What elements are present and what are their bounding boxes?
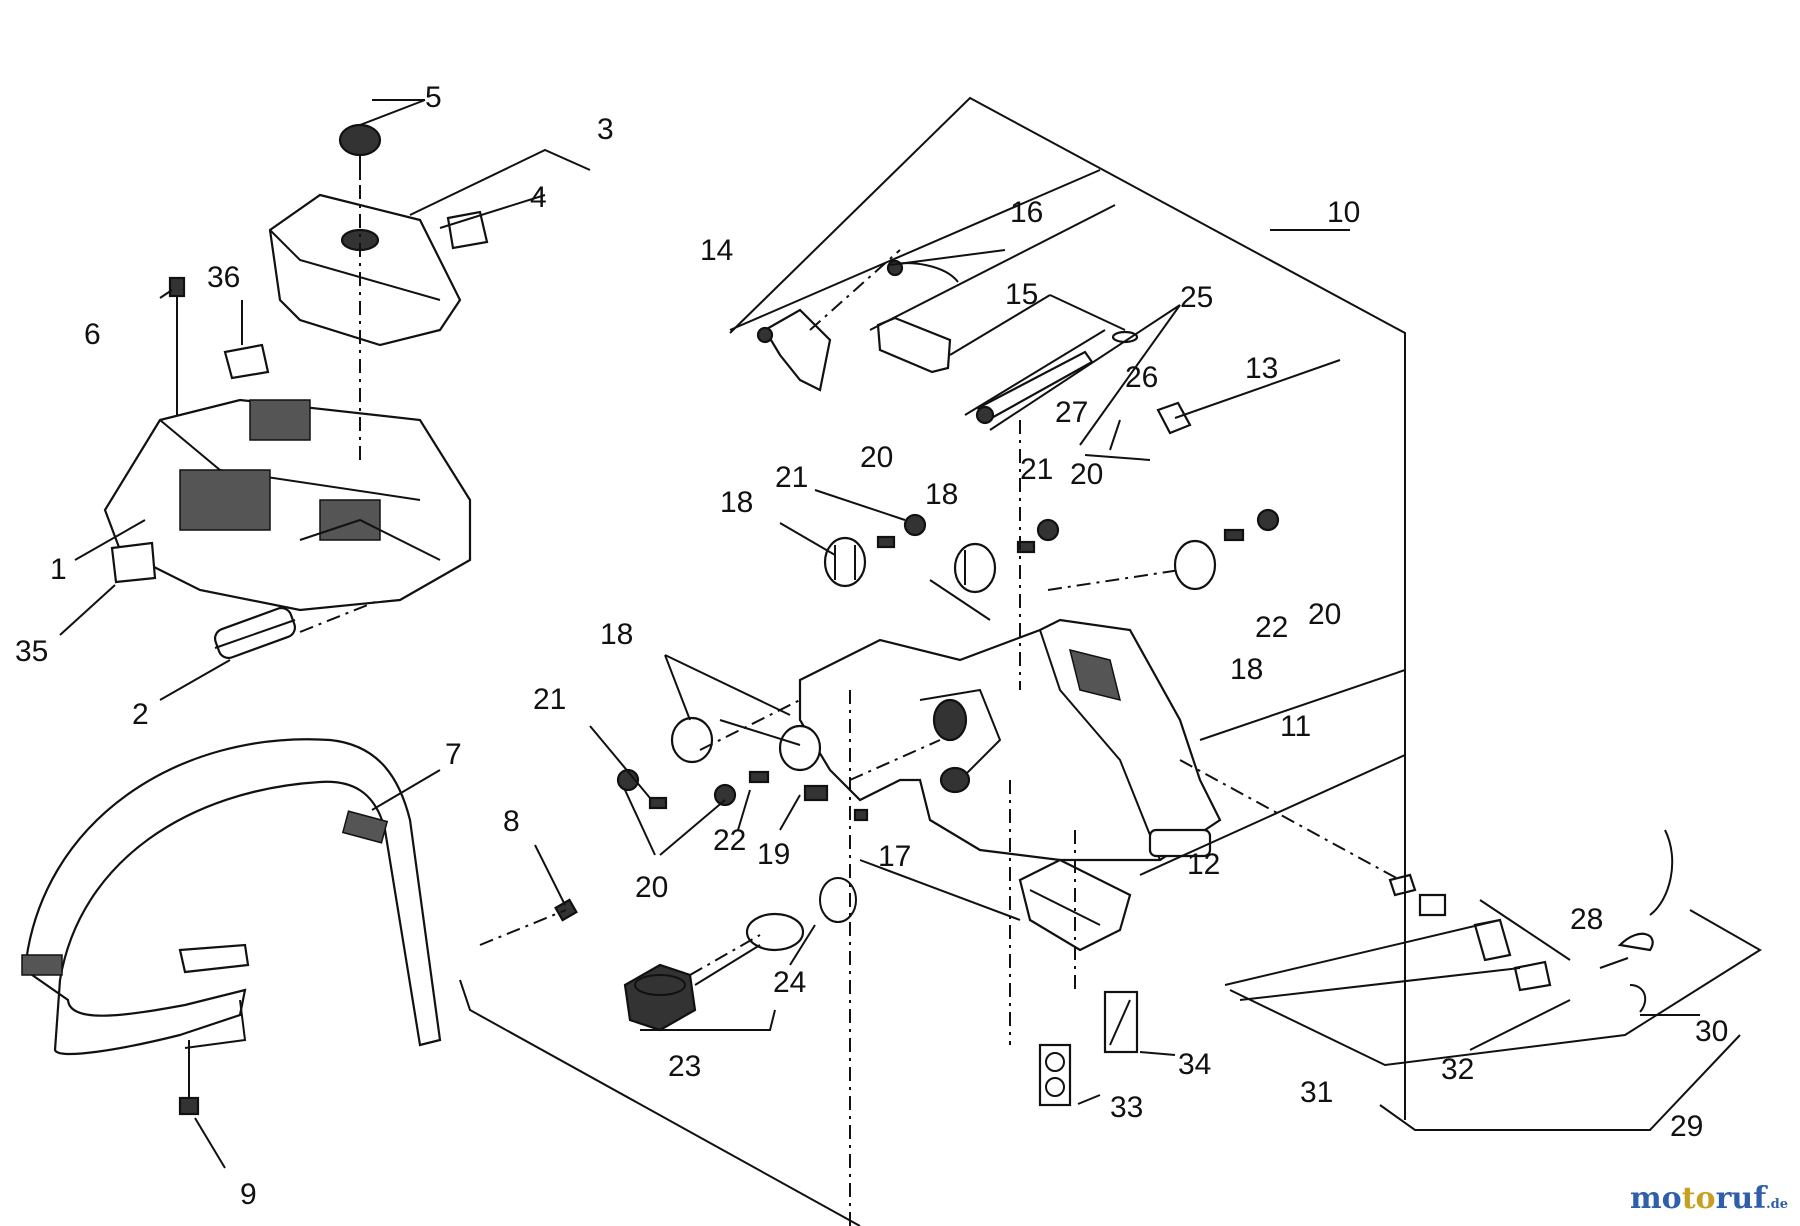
- callout-9: 9: [240, 1178, 257, 1211]
- callout-19: 19: [757, 838, 791, 871]
- callout-32: 32: [1441, 1053, 1475, 1086]
- callout-6: 6: [84, 318, 101, 351]
- label-34-part: [1103, 990, 1139, 1054]
- callout-18d: 18: [600, 618, 634, 651]
- callout-3: 3: [597, 113, 614, 146]
- callout-21b: 21: [1020, 453, 1054, 486]
- callout-26: 26: [1125, 361, 1159, 394]
- callout-7: 7: [445, 738, 462, 771]
- plate-part-15: [876, 316, 952, 374]
- screw-parts-21-22: [648, 528, 1245, 822]
- damper-part-18d: [670, 716, 714, 764]
- watermark-suffix: .de: [1766, 1197, 1788, 1212]
- front-handle-part: [21, 738, 442, 1056]
- callout-22a: 22: [1255, 611, 1289, 644]
- callout-18b: 18: [925, 478, 959, 511]
- top-cover-part: [268, 193, 462, 347]
- callout-14: 14: [700, 234, 734, 267]
- callout-17: 17: [878, 840, 912, 873]
- callout-20a: 20: [860, 441, 894, 474]
- callout-35: 35: [15, 635, 49, 668]
- callout-2: 2: [132, 698, 149, 731]
- label-36-part: [223, 343, 270, 380]
- callout-21a: 21: [775, 461, 809, 494]
- callout-31: 31: [1300, 1076, 1334, 1109]
- watermark-part2: to: [1681, 1181, 1716, 1216]
- callout-20b: 20: [1070, 458, 1104, 491]
- damper-part-18e: [778, 724, 822, 772]
- label-35-part: [110, 541, 157, 584]
- callout-4: 4: [530, 181, 547, 214]
- callout-15: 15: [1005, 278, 1039, 311]
- callout-16: 16: [1010, 196, 1044, 229]
- assembly-dashed-lines: [299, 185, 1401, 1226]
- callout-20c: 20: [1308, 598, 1342, 631]
- oil-cap-part-23: [623, 963, 697, 1032]
- callout-21c: 21: [533, 683, 567, 716]
- callout-8: 8: [503, 805, 520, 838]
- callout-11: 11: [1280, 710, 1312, 743]
- callout-10: 10: [1327, 196, 1361, 229]
- fuel-line-kit-part: [1388, 829, 1674, 1013]
- damper-part-18a: [823, 536, 867, 588]
- callout-18a: 18: [720, 486, 754, 519]
- callout-36: 36: [207, 261, 241, 294]
- damper-part-18c: [1173, 539, 1217, 591]
- callout-34: 34: [1178, 1048, 1212, 1081]
- clip-part-13: [1156, 401, 1192, 435]
- callout-24: 24: [773, 966, 807, 999]
- watermark-part3: ruf: [1715, 1181, 1767, 1216]
- callout-27: 27: [1055, 396, 1089, 429]
- fuel-cap-part: [338, 123, 382, 180]
- leader-lines: [59, 96, 1762, 1226]
- callout-28: 28: [1570, 903, 1604, 936]
- callout-30: 30: [1695, 1015, 1729, 1048]
- air-filter-cover-part: [103, 398, 472, 612]
- filter-part-24: [694, 877, 857, 986]
- callout-5: 5: [425, 81, 442, 114]
- damper-part-18b: [953, 542, 997, 594]
- callout-1: 1: [50, 553, 67, 586]
- callout-18c: 18: [1230, 653, 1264, 686]
- callout-13: 13: [1245, 352, 1279, 385]
- watermark-part1: mo: [1629, 1181, 1682, 1216]
- motoruf-watermark-logo: motoruf.de: [1630, 1181, 1788, 1216]
- callout-12: 12: [1187, 848, 1221, 881]
- screw-part-9: [178, 1040, 200, 1116]
- knob-part-2: [213, 606, 297, 660]
- oil-pipe-part-12: [1018, 858, 1132, 952]
- nut-parts-20: [616, 508, 1280, 807]
- callout-25: 25: [1180, 281, 1214, 314]
- callout-33: 33: [1110, 1091, 1144, 1124]
- callout-22b: 22: [713, 824, 747, 857]
- main-housing-part: [798, 618, 1222, 862]
- callout-20d: 20: [635, 871, 669, 904]
- callout-29: 29: [1670, 1110, 1704, 1143]
- label-4-part: [446, 210, 489, 250]
- label-33-part: [1038, 1043, 1072, 1107]
- bracket-part-14: [756, 308, 832, 392]
- callout-23: 23: [668, 1050, 702, 1083]
